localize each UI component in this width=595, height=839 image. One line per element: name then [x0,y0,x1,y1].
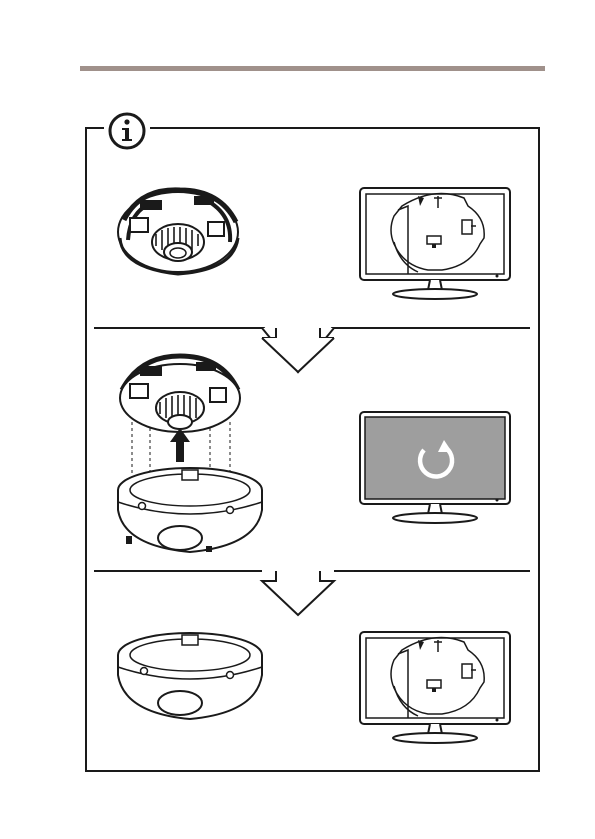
monitor-live-view [358,186,514,302]
info-badge [104,108,150,154]
step-divider-2 [94,563,530,619]
monitor-restarting [358,410,514,526]
camera-module-top-view [110,180,250,280]
camera-module-inserted-into-dome [110,350,270,560]
top-rule [80,66,545,71]
assembled-dome-camera [110,625,270,725]
monitor-live-view [358,630,514,746]
up-arrow-icon [170,428,190,462]
down-arrow-icon [262,571,334,615]
info-icon [104,108,150,154]
